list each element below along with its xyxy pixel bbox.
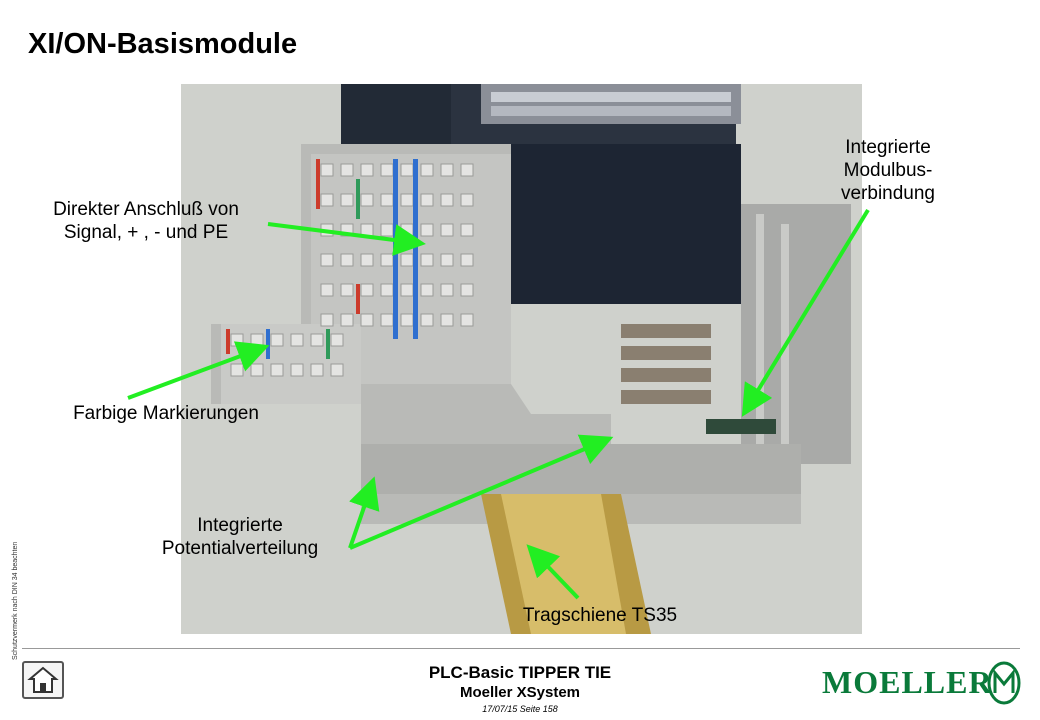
arrow-potential-2 (349, 434, 614, 550)
label-potential-line2: Potentialverteilung (161, 538, 319, 559)
label-direkter-line2: Signal, + , - und PE (63, 222, 229, 243)
label-direkter-anschluss: Direkter Anschluß von Signal, + , - und … (26, 198, 266, 244)
arrow-farbige (127, 341, 270, 400)
footer-subtitle: Moeller XSystem (459, 684, 581, 701)
arrow-modulbus (741, 208, 870, 417)
xion-module-illustration (181, 84, 862, 634)
footer-divider (22, 648, 1020, 649)
label-modulbusverbindung: Integrierte Modulbus- verbindung (808, 136, 968, 205)
arrow-tragschiene (526, 544, 580, 600)
copyright-note: Schutzvermerk nach DIN 34 beachten (12, 541, 19, 660)
footer-title: PLC-Basic TIPPER TIE (428, 663, 612, 682)
moeller-logo-icon (987, 661, 1021, 705)
footer-date-page: 17/07/15 Seite 158 (482, 704, 558, 714)
label-farbige-markierungen: Farbige Markierungen (73, 403, 259, 424)
label-potential-line1: Integrierte (197, 515, 283, 536)
arrow-potential-1 (348, 476, 380, 549)
page-title: XI/ON-Basismodule (28, 28, 298, 60)
moeller-logo: MOELLER (822, 664, 993, 700)
label-direkter-line1: Direkter Anschluß von (53, 199, 239, 220)
label-modulbus-line3: verbindung (840, 183, 936, 204)
label-tragschiene: Tragschiene TS35 (522, 605, 678, 626)
label-potentialverteilung: Integrierte Potentialverteilung (120, 514, 360, 560)
label-modulbus-line2: Modulbus- (843, 160, 933, 181)
home-icon (27, 666, 59, 693)
arrow-direkter (267, 222, 426, 256)
label-modulbus-line1: Integrierte (845, 137, 931, 158)
product-photo (181, 84, 862, 634)
home-button[interactable] (22, 661, 64, 699)
